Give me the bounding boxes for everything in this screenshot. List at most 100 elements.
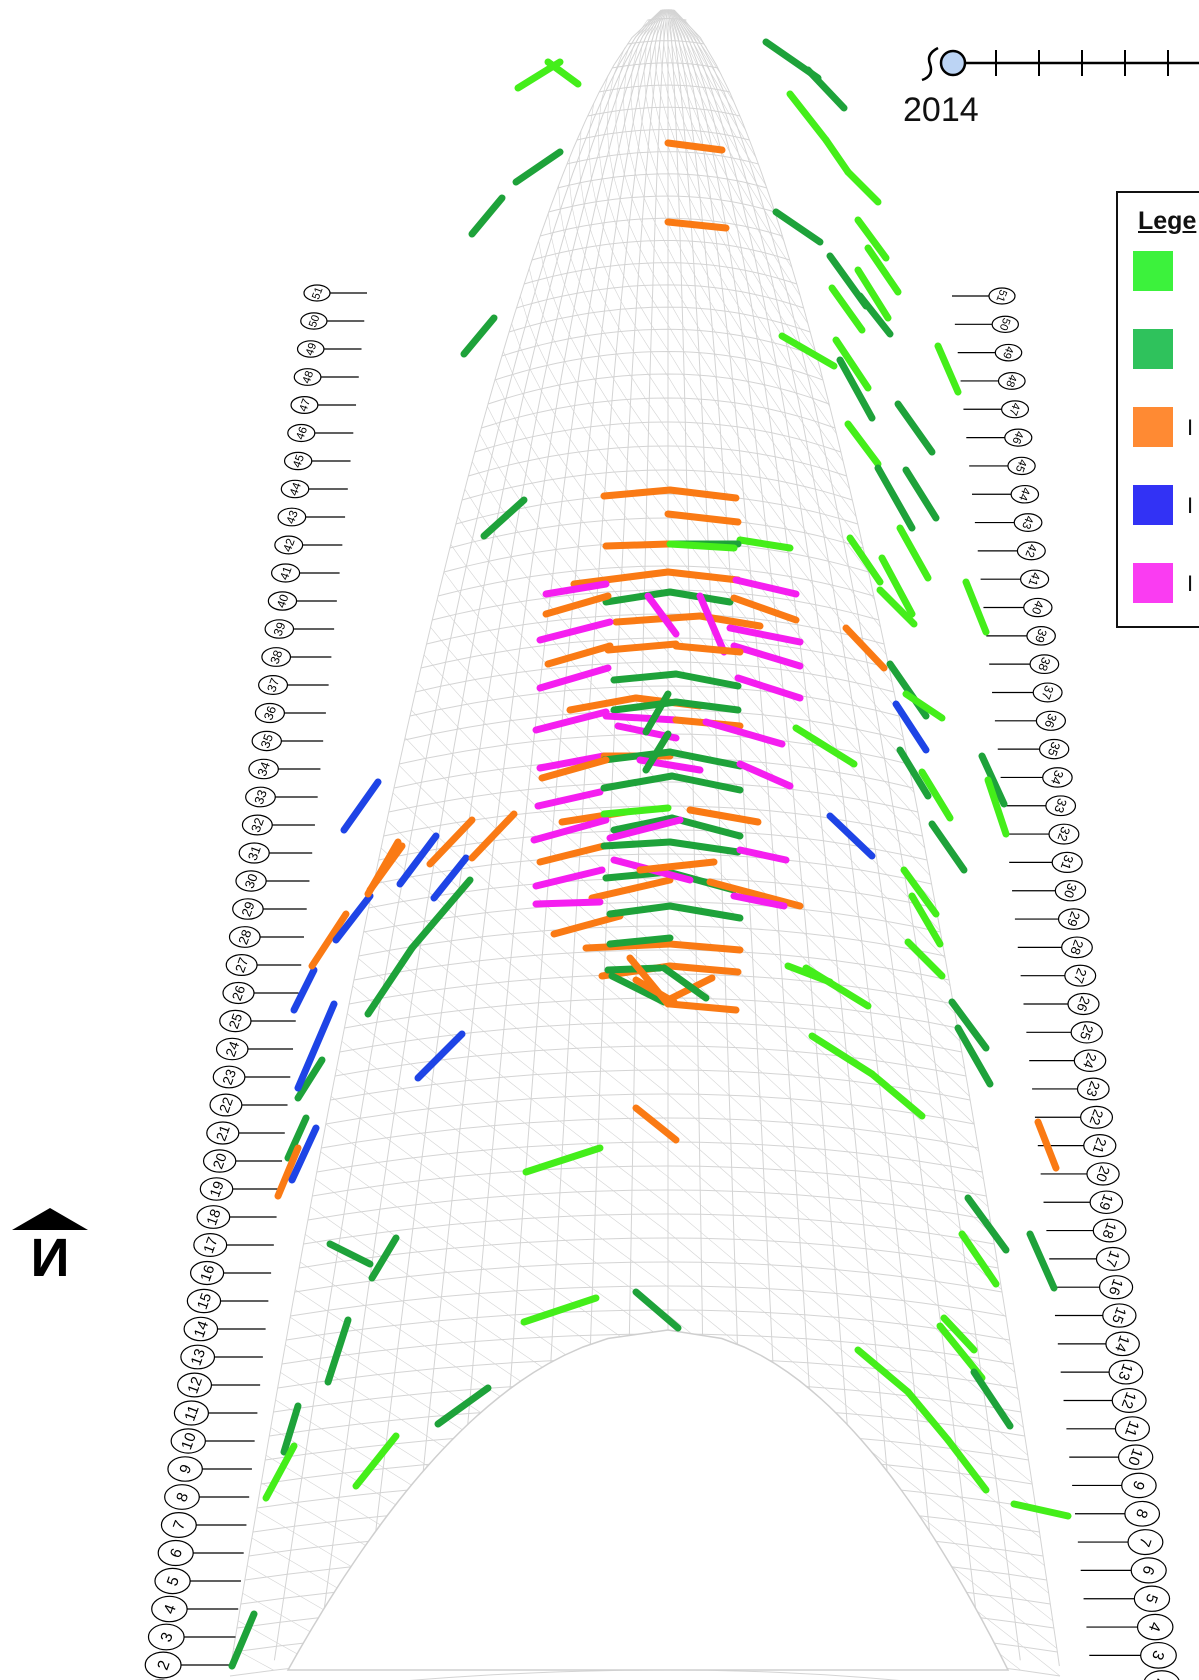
- crack-segment: [536, 842, 608, 866]
- crack-segment: [228, 1610, 258, 1670]
- svg-text:41: 41: [277, 564, 295, 582]
- section-label-right-29: 29: [1014, 908, 1090, 930]
- crack-segment: [894, 400, 936, 456]
- section-label-right-25: 25: [1026, 1021, 1103, 1044]
- section-label-left-18: 18: [196, 1205, 277, 1229]
- crack-segment: [582, 940, 674, 952]
- crack-segment: [366, 842, 406, 894]
- section-label-right-41: 41: [980, 569, 1050, 589]
- svg-text:38: 38: [268, 648, 286, 666]
- svg-text:44: 44: [1016, 486, 1033, 503]
- timeline-handle[interactable]: [939, 49, 967, 77]
- section-label-left-21: 21: [206, 1121, 285, 1145]
- crack-segment: [610, 670, 680, 684]
- crack-segment: [978, 752, 1008, 808]
- svg-text:25: 25: [1077, 1023, 1096, 1042]
- crack-segment: [294, 1056, 326, 1102]
- section-label-right-21: 21: [1037, 1133, 1117, 1158]
- crack-segment: [460, 314, 498, 358]
- crack-segment: [602, 588, 674, 606]
- crack-segment: [876, 586, 918, 628]
- svg-text:22: 22: [216, 1095, 236, 1115]
- crack-segment: [664, 568, 742, 584]
- section-label-left-4: 4: [151, 1595, 239, 1623]
- section-label-left-47: 47: [290, 396, 357, 415]
- section-label-right-34: 34: [1000, 767, 1073, 788]
- crack-segment: [792, 724, 858, 768]
- svg-text:16: 16: [1105, 1277, 1126, 1298]
- svg-text:31: 31: [245, 844, 264, 863]
- svg-text:47: 47: [298, 397, 314, 413]
- crack-segment: [538, 756, 610, 782]
- crack-segment: [666, 902, 744, 922]
- svg-text:18: 18: [204, 1207, 224, 1227]
- crack-segment: [904, 1388, 952, 1444]
- timeline-slider[interactable]: [921, 46, 1199, 82]
- svg-text:17: 17: [201, 1235, 222, 1256]
- crack-segment: [666, 1000, 740, 1014]
- section-label-right-6: 6: [1080, 1557, 1167, 1584]
- crack-segment: [878, 554, 916, 618]
- crack-segment: [668, 772, 744, 794]
- crack-segment: [686, 806, 762, 826]
- svg-text:15: 15: [195, 1291, 216, 1312]
- crack-segment: [828, 284, 866, 334]
- section-label-right-45: 45: [969, 456, 1036, 476]
- crack-segment: [854, 216, 890, 262]
- crack-segment: [868, 1070, 926, 1120]
- crack-segment: [736, 846, 790, 864]
- legend-title: Lege: [1138, 207, 1197, 235]
- section-label-right-42: 42: [977, 541, 1046, 561]
- svg-text:37: 37: [1038, 683, 1056, 701]
- north-arrow-label: N: [31, 1228, 70, 1280]
- section-label-right-32: 32: [1006, 823, 1080, 845]
- section-label-left-46: 46: [287, 423, 354, 443]
- crack-segment: [536, 664, 612, 692]
- crack-segment: [666, 540, 738, 552]
- crack-segment: [772, 208, 824, 246]
- section-label-left-20: 20: [202, 1149, 283, 1173]
- crack-segment: [666, 748, 744, 770]
- crack-segment: [588, 876, 674, 902]
- section-label-left-14: 14: [183, 1316, 266, 1342]
- crack-segment: [808, 1032, 876, 1078]
- legend-swatch-orange: [1133, 407, 1173, 447]
- section-label-left-30: 30: [235, 870, 310, 892]
- crack-segment: [606, 902, 674, 918]
- section-label-right-19: 19: [1043, 1190, 1124, 1215]
- svg-text:14: 14: [1111, 1333, 1132, 1354]
- crack-segment: [600, 804, 672, 818]
- crack-segment: [544, 58, 582, 88]
- section-label-right-5: 5: [1083, 1585, 1171, 1612]
- legend-swatch-light-green: [1133, 251, 1173, 291]
- crack-segment: [934, 342, 962, 396]
- section-label-left-6: 6: [157, 1539, 244, 1567]
- crack-segment: [984, 776, 1010, 838]
- crack-segment: [948, 998, 990, 1052]
- section-label-right-35: 35: [997, 738, 1070, 760]
- svg-text:15: 15: [1108, 1305, 1129, 1326]
- crack-segment: [802, 964, 872, 1010]
- svg-text:14: 14: [192, 1319, 213, 1340]
- section-label-right-47: 47: [963, 400, 1030, 419]
- crack-segment: [604, 640, 680, 654]
- svg-text:20: 20: [209, 1151, 229, 1171]
- crack-segment: [786, 90, 830, 144]
- svg-text:45: 45: [1013, 457, 1030, 474]
- svg-text:45: 45: [290, 453, 307, 470]
- crack-segment: [642, 690, 672, 736]
- crack-segment: [970, 1368, 1014, 1430]
- crack-segment: [666, 838, 742, 856]
- svg-text:32: 32: [248, 816, 267, 835]
- section-label-right-13: 13: [1060, 1359, 1144, 1385]
- svg-text:37: 37: [264, 676, 282, 694]
- legend-box: Lege I I I: [1116, 191, 1199, 628]
- svg-text:16: 16: [198, 1263, 219, 1284]
- section-label-left-11: 11: [173, 1400, 258, 1426]
- svg-text:46: 46: [1010, 429, 1026, 445]
- crack-segment: [944, 1436, 990, 1494]
- crack-segment: [610, 814, 676, 834]
- crack-segment: [940, 1314, 978, 1354]
- crack-segment: [352, 1432, 400, 1490]
